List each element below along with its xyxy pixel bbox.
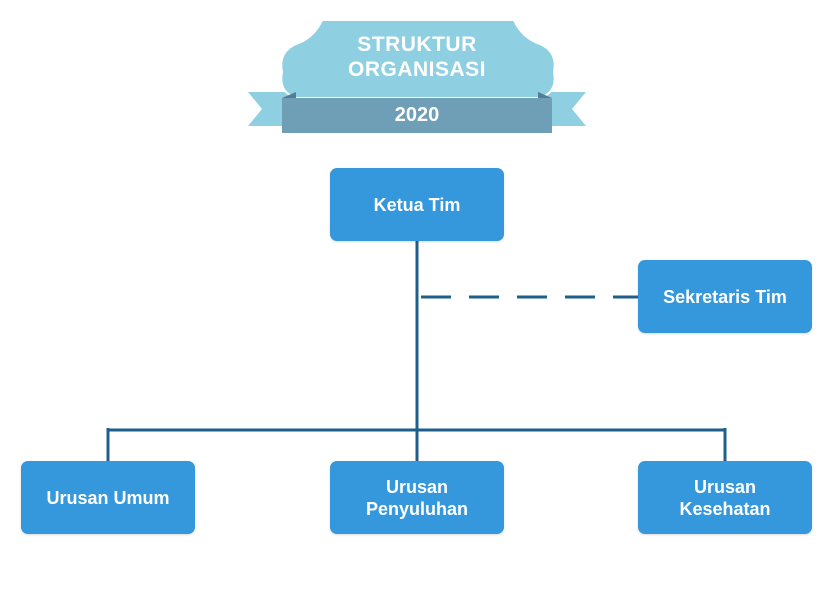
node-health-line2: Kesehatan [679,498,771,519]
node-health: Urusan Kesehatan [638,461,812,534]
node-secretary-label: Sekretaris Tim [663,286,787,307]
node-health-line1: Urusan [693,476,756,497]
node-outreach-line2: Penyuluhan [365,498,468,519]
ribbon-fold-right [538,92,552,98]
banner-title: STRUKTUR ORGANISASI [296,32,538,82]
node-outreach: Urusan Penyuluhan [330,461,504,534]
node-outreach-line1: Urusan [385,476,448,497]
node-general-label: Urusan Umum [46,487,170,508]
node-leader: Ketua Tim [330,168,504,241]
banner-year: 2020 [394,104,440,126]
node-general: Urusan Umum [21,461,195,534]
banner-title-line1: STRUKTUR [357,33,477,56]
ribbon-band [282,98,552,133]
banner-title-line2: ORGANISASI [347,58,486,81]
node-secretary: Sekretaris Tim [638,260,812,333]
ribbon-fold-left [282,92,296,98]
node-leader-label: Ketua Tim [373,194,461,215]
